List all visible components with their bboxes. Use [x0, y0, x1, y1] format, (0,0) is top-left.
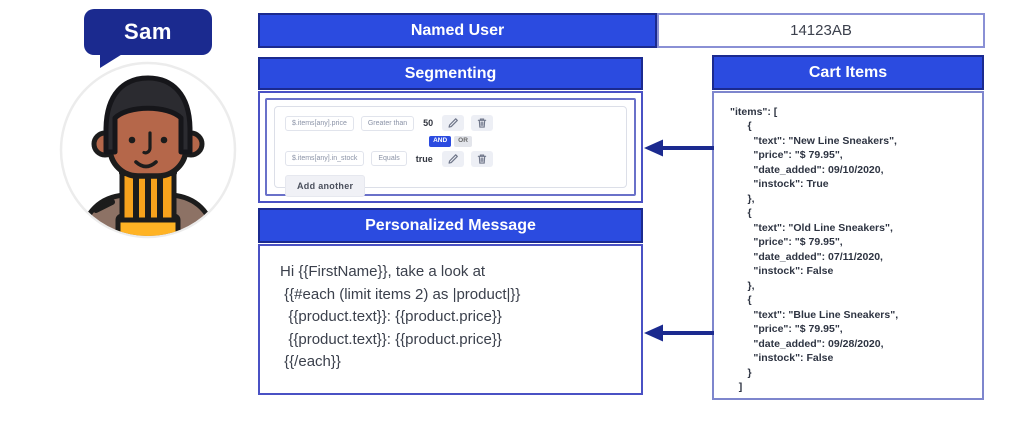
arrow-cart-to-message: [644, 324, 714, 342]
pencil-icon: [448, 118, 459, 128]
rule-field-select[interactable]: $.items[any].price: [285, 115, 354, 131]
segment-builder-card: $.items[any].price Greater than 50: [274, 106, 627, 197]
segmenting-panel: Segmenting $.items[any].price Greater th…: [258, 57, 643, 203]
cart-items-body: "items": [ { "text": "New Line Sneakers"…: [712, 91, 984, 400]
rule-operator-select[interactable]: Equals: [371, 151, 407, 166]
add-another-button[interactable]: Add another: [285, 174, 366, 197]
pencil-icon: [448, 153, 458, 164]
arrow-cart-to-segmenting: [644, 139, 714, 157]
segment-builder-frame: $.items[any].price Greater than 50: [265, 98, 636, 197]
segmenting-body: $.items[any].price Greater than 50: [258, 91, 643, 203]
persona-name: Sam: [124, 19, 172, 44]
or-toggle[interactable]: OR: [454, 136, 472, 147]
segment-rule-row: $.items[any].in_stock Equals true: [285, 150, 616, 167]
rule-value-input[interactable]: 50: [423, 118, 434, 128]
cart-items-panel: Cart Items "items": [ { "text": "New Lin…: [712, 55, 984, 400]
speech-bubble-tail: [100, 53, 124, 68]
edit-rule-button[interactable]: [442, 115, 465, 131]
and-toggle[interactable]: AND: [429, 136, 452, 147]
segment-rule-row: $.items[any].price Greater than 50: [285, 115, 616, 131]
avatar: [58, 60, 238, 240]
delete-rule-button[interactable]: [471, 115, 494, 131]
trash-icon: [477, 118, 487, 128]
delete-rule-button[interactable]: [470, 150, 493, 167]
logic-toggle: AND OR: [285, 136, 616, 147]
named-user-value: 14123AB: [657, 13, 985, 48]
rule-field-select[interactable]: $.items[any].in_stock: [285, 151, 365, 166]
persona-name-bubble: Sam: [84, 9, 212, 55]
cart-items-json: "items": [ { "text": "New Line Sneakers"…: [730, 106, 899, 394]
segmenting-title: Segmenting: [258, 57, 643, 90]
cart-items-title: Cart Items: [712, 55, 984, 90]
message-template-text: Hi {{FirstName}}, take a look at {{#each…: [280, 263, 521, 370]
rule-value-input[interactable]: true: [415, 153, 433, 164]
named-user-row: Named User 14123AB: [258, 13, 985, 48]
personalized-message-panel: Personalized Message Hi {{FirstName}}, t…: [258, 208, 643, 395]
rule-operator-select[interactable]: Greater than: [360, 115, 415, 131]
personalized-message-body: Hi {{FirstName}}, take a look at {{#each…: [258, 244, 643, 395]
edit-rule-button[interactable]: [441, 150, 464, 167]
personalized-message-title: Personalized Message: [258, 208, 643, 243]
person-avatar-icon: [59, 61, 237, 239]
trash-icon: [477, 154, 487, 164]
named-user-title: Named User: [258, 13, 657, 48]
